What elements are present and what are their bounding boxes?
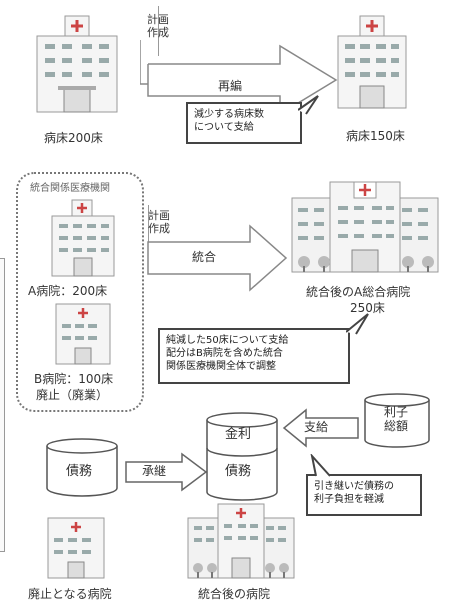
note-interest-relief: 引き継いだ債務の 利子負担を軽減 bbox=[306, 474, 422, 516]
merge-arrow-label: 統合 bbox=[192, 250, 217, 264]
debt-cylinder bbox=[46, 438, 118, 497]
interest-total-cylinder bbox=[364, 393, 430, 448]
debt-label: 債務 bbox=[66, 464, 93, 479]
merged-hospital-caption-2: 250床 bbox=[350, 301, 385, 315]
note-decrease: 減少する病床数 について支給 bbox=[186, 102, 302, 144]
plan-label-middle-text: 計画 作成 bbox=[148, 209, 170, 235]
reorg-arrow bbox=[140, 40, 338, 116]
merged-debt-cylinder bbox=[206, 412, 278, 501]
merge-arrow bbox=[147, 224, 288, 292]
hospital-icon bbox=[187, 503, 295, 579]
hospital-icon bbox=[36, 15, 118, 113]
side-bracket bbox=[0, 258, 5, 552]
group-box bbox=[16, 172, 144, 412]
hospital-icon bbox=[51, 199, 115, 277]
hospital-b-caption-1: B病院：100床 bbox=[34, 372, 114, 386]
note-net-reduction: 純減した50床について支給 配分はB病院を含めた統合 関係医療機関全体で調整 bbox=[158, 328, 350, 384]
merged-hospital-caption-1: 統合後のA総合病院 bbox=[306, 285, 411, 299]
note-pointer bbox=[310, 454, 331, 477]
hospital-b-caption-2: 廃止（廃業） bbox=[36, 388, 109, 402]
hospital-a-caption: A病院：200床 bbox=[28, 284, 108, 298]
plan-label-middle bbox=[132, 205, 149, 265]
reorg-arrow-label: 再編 bbox=[218, 79, 243, 93]
hospital-right-caption: 病床150床 bbox=[346, 129, 405, 143]
hospital-icon bbox=[47, 517, 105, 579]
hospital-icon bbox=[55, 303, 111, 365]
group-title: 統合関係医療機関 bbox=[30, 183, 110, 194]
hospital-icon bbox=[291, 181, 439, 273]
hospital-icon bbox=[337, 15, 407, 109]
merged-debt-label: 債務 bbox=[225, 464, 252, 479]
hospital-left-caption: 病床200床 bbox=[44, 131, 103, 145]
merged-hospital-bottom-caption: 統合後の病院 bbox=[198, 587, 271, 601]
note-pointer bbox=[346, 313, 369, 335]
plan-label-top bbox=[130, 6, 159, 56]
note-pointer bbox=[298, 95, 319, 115]
interest-total-label: 利子 総額 bbox=[384, 405, 409, 433]
interest-label: 金利 bbox=[225, 427, 252, 442]
takeover-label: 承継 bbox=[142, 464, 167, 478]
pay-label: 支給 bbox=[304, 420, 329, 434]
plan-label-text: 計画 作成 bbox=[147, 13, 169, 39]
takeover-arrow bbox=[125, 452, 208, 492]
pay-arrow bbox=[282, 408, 359, 448]
closed-hospital-caption: 廃止となる病院 bbox=[28, 587, 112, 601]
